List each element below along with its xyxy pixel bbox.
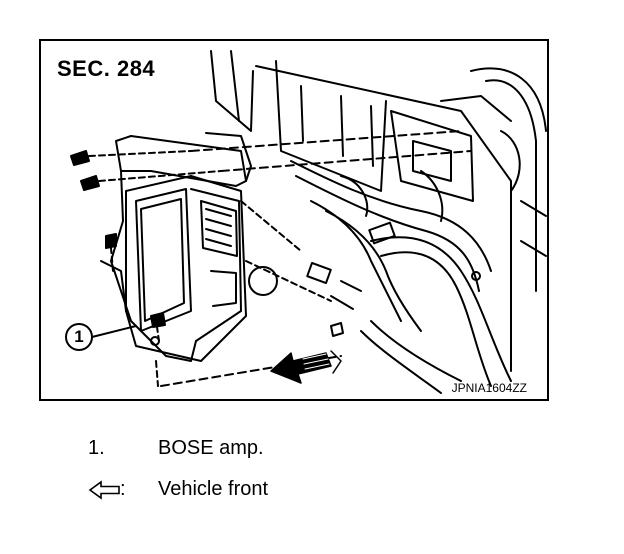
legend-text-1: BOSE amp. <box>158 437 264 459</box>
legend-key-suffix: : <box>120 478 126 500</box>
section-label: SEC. 284 <box>55 56 158 82</box>
hollow-left-arrow-icon <box>88 480 120 500</box>
amp-bracket <box>100 132 252 362</box>
callout-1 <box>65 323 137 351</box>
legend-text-2: Vehicle front <box>158 478 269 500</box>
mounting-bolts <box>70 130 472 387</box>
legend-key-1: 1. <box>88 437 105 459</box>
vehicle-front-arrow <box>270 350 342 384</box>
image-code: JPNIA1604ZZ <box>451 381 527 395</box>
callout-number: 1 <box>74 327 84 346</box>
diagram-frame: SEC. 284 1 JPNIA1604ZZ <box>39 39 549 401</box>
vehicle-body-structure <box>210 50 547 394</box>
amp-installation-illustration <box>65 50 547 394</box>
bose-amp-unit <box>125 175 247 362</box>
